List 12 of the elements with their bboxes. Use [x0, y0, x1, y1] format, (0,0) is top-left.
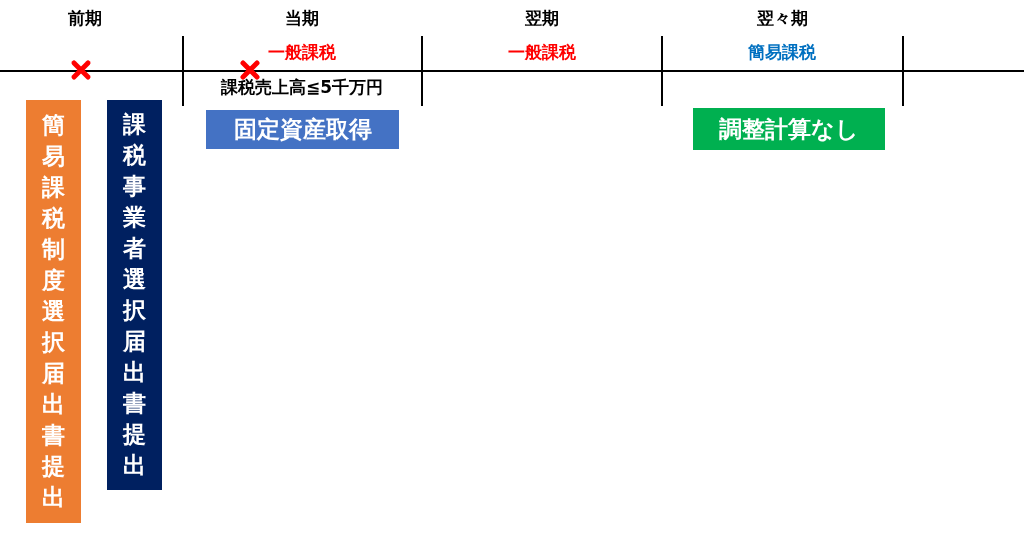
tax-method-label: 一般課税	[508, 41, 576, 64]
event-box: 固定資産取得	[206, 110, 399, 149]
period-heading: 前期	[68, 7, 102, 30]
period-heading: 翌々期	[756, 7, 808, 30]
period-heading: 翌期	[525, 7, 559, 30]
condition-label: 課税売上高≦5千万円	[220, 76, 384, 99]
tax-method-label: 簡易課税	[748, 41, 816, 64]
vertical-label-box: 簡易課税制度選択届出書提出	[26, 100, 81, 523]
event-box: 調整計算なし	[693, 108, 885, 150]
vertical-label-box: 課税事業者選択届出書提出	[107, 100, 162, 490]
tax-method-label: 一般課税	[268, 41, 336, 64]
period-heading: 当期	[285, 7, 319, 30]
